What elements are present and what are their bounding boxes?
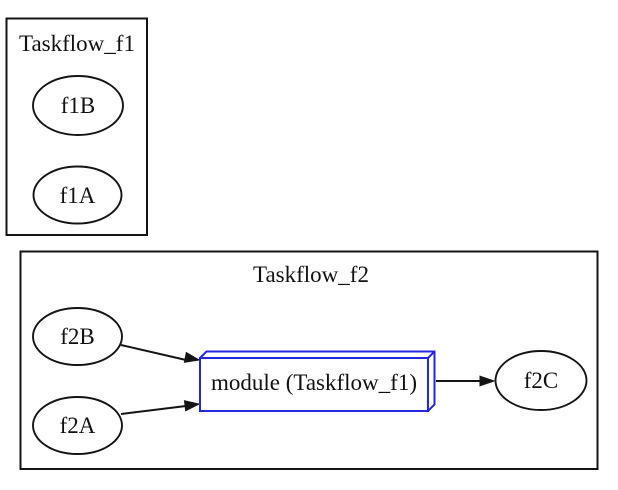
cluster-taskflow-f2-border: [19, 250, 599, 470]
cluster-taskflow-f1-title: Taskflow_f1: [19, 31, 135, 56]
node-f1a-ellipse: [32, 165, 123, 225]
node-f2c: f2C: [494, 350, 588, 411]
cluster-taskflow-f1-border: [5, 17, 148, 236]
node-f1b-ellipse: [32, 75, 124, 136]
node-module-box3d-front: [199, 357, 429, 412]
node-f1a: f1A: [32, 165, 123, 225]
node-f2b-ellipse: [32, 307, 123, 366]
node-f2c-ellipse: [494, 350, 588, 411]
cluster-taskflow-f1: Taskflow_f1 f1B f1A: [5, 17, 148, 236]
node-f1a-label: f1A: [60, 183, 96, 208]
cluster-taskflow-f2-title: Taskflow_f2: [253, 262, 369, 287]
node-f1b-label: f1B: [61, 93, 96, 118]
node-module: module (Taskflow_f1): [199, 350, 436, 412]
edge-f2b-module-line: [120, 344, 187, 361]
edge-f2a-module-arrowhead-icon: [183, 400, 201, 412]
edge-module-f2c-arrowhead-icon: [479, 375, 496, 387]
node-f2b: f2B: [32, 307, 123, 366]
node-f2a: f2A: [32, 396, 123, 455]
edge-f2b-module: [120, 344, 201, 363]
edge-f2b-module-arrowhead-icon: [183, 351, 201, 363]
edge-f2a-module: [120, 400, 201, 415]
node-module-label: module (Taskflow_f1): [211, 370, 417, 395]
edge-module-f2c: [436, 375, 496, 387]
node-module-box3d-back: [199, 350, 436, 412]
node-f2b-label: f2B: [60, 324, 95, 349]
node-f2c-label: f2C: [524, 368, 559, 393]
cluster-taskflow-f2: Taskflow_f2 f2B f2A: [19, 250, 599, 470]
node-f2a-ellipse: [32, 396, 123, 455]
edge-f2a-module-line: [120, 405, 187, 415]
node-f2a-label: f2A: [60, 413, 96, 438]
node-f1b: f1B: [32, 75, 124, 136]
